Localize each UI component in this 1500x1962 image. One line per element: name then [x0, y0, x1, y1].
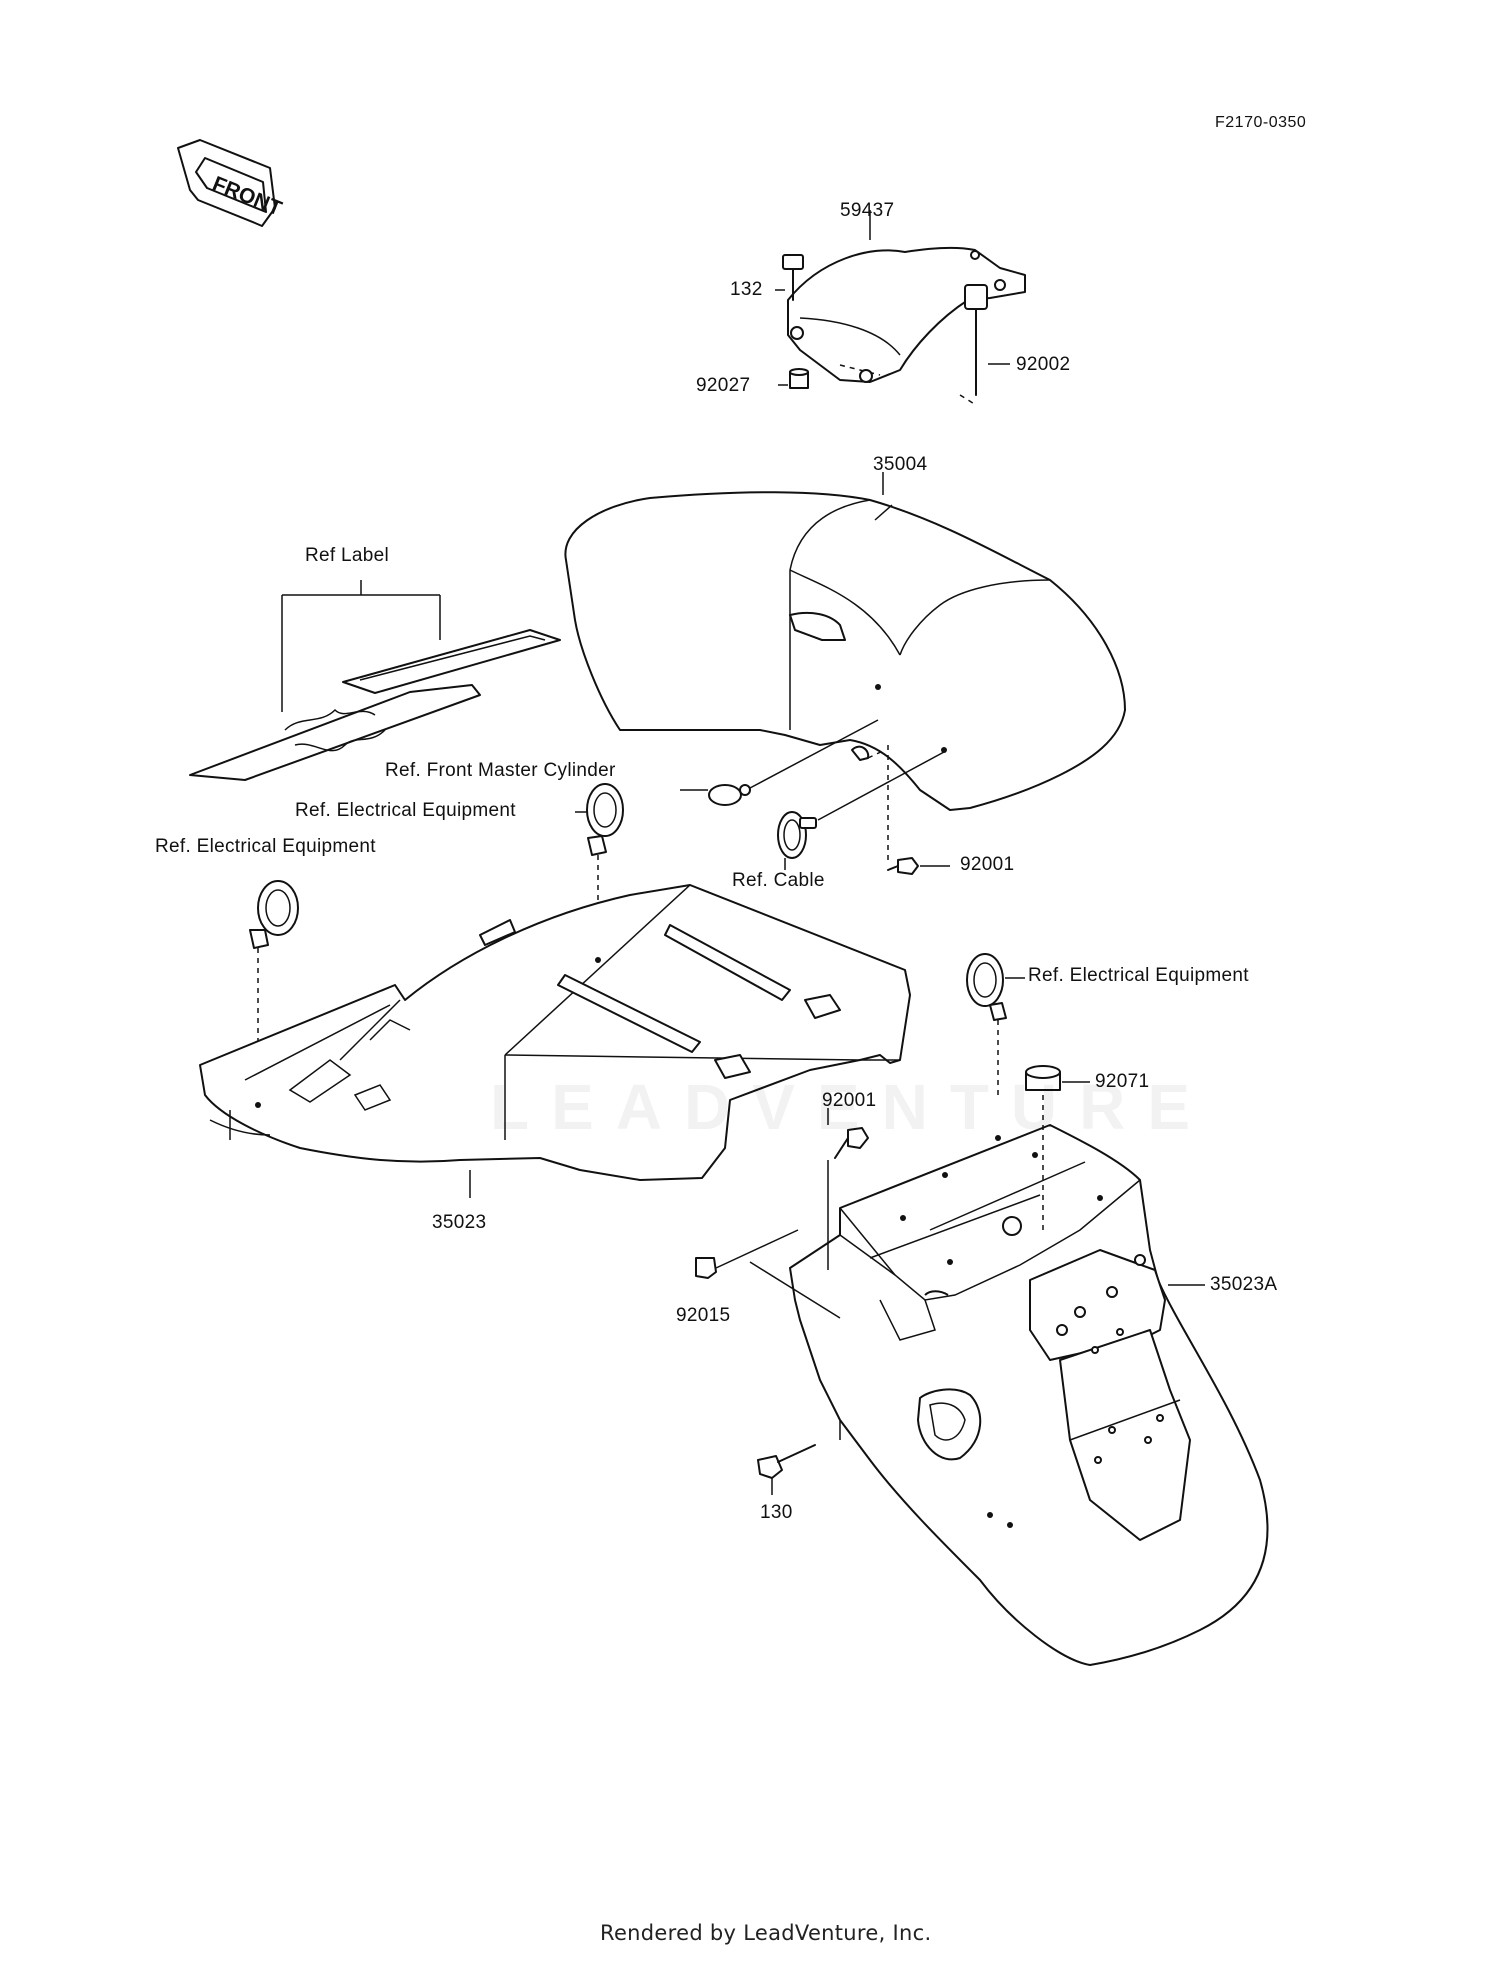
label-ref-electrical-equipment-center: Ref. Electrical Equipment	[295, 800, 516, 821]
grommet-92071	[1025, 1065, 1090, 1235]
label-59437: 59437	[840, 200, 895, 221]
label-132: 132	[730, 279, 763, 300]
label-130: 130	[760, 1502, 793, 1523]
rear-fender-35023A	[789, 1124, 1269, 1666]
label-ref-cable: Ref. Cable	[732, 870, 825, 891]
bolt-92002	[959, 284, 1010, 406]
label-ref-electrical-equipment-right: Ref. Electrical Equipment	[1028, 965, 1249, 986]
bolt-92001-rear	[827, 1127, 869, 1270]
label-92001-front: 92001	[960, 854, 1015, 875]
nut-92015	[695, 1229, 841, 1319]
label-92071: 92071	[1095, 1071, 1150, 1092]
watermark: LEADVENTURE	[490, 1071, 1213, 1143]
diagram-code: F2170-0350	[1215, 114, 1307, 131]
bolt-132	[775, 254, 804, 301]
footer-credit: Rendered by LeadVenture, Inc.	[600, 1921, 932, 1945]
label-ref-electrical-equipment-left: Ref. Electrical Equipment	[155, 836, 376, 857]
collar-92027	[778, 368, 809, 389]
front-arrow-icon: FRONT	[177, 139, 285, 227]
label-92027: 92027	[696, 375, 751, 396]
label-ref-label: Ref Label	[305, 545, 390, 566]
master-cylinder-clamp	[680, 719, 886, 806]
front-fender-35004	[564, 491, 1126, 811]
bolt-130	[757, 1420, 841, 1495]
elec-clamp-center	[575, 783, 624, 960]
rear-fender-35023	[199, 884, 911, 1198]
label-92002: 92002	[1016, 354, 1071, 375]
cable-clamp	[777, 751, 945, 870]
label-35023: 35023	[432, 1212, 487, 1233]
elec-clamp-right	[966, 953, 1025, 1100]
ref-label-decals	[189, 580, 561, 781]
label-35023A: 35023A	[1210, 1274, 1278, 1295]
cover-59437	[787, 246, 1026, 383]
label-ref-front-master-cylinder: Ref. Front Master Cylinder	[385, 760, 616, 781]
label-35004: 35004	[873, 454, 928, 475]
label-92015: 92015	[676, 1305, 731, 1326]
label-92001-rear: 92001	[822, 1090, 877, 1111]
front-arrow-text: FRONT	[209, 172, 285, 220]
bolt-92001-front	[887, 745, 950, 875]
